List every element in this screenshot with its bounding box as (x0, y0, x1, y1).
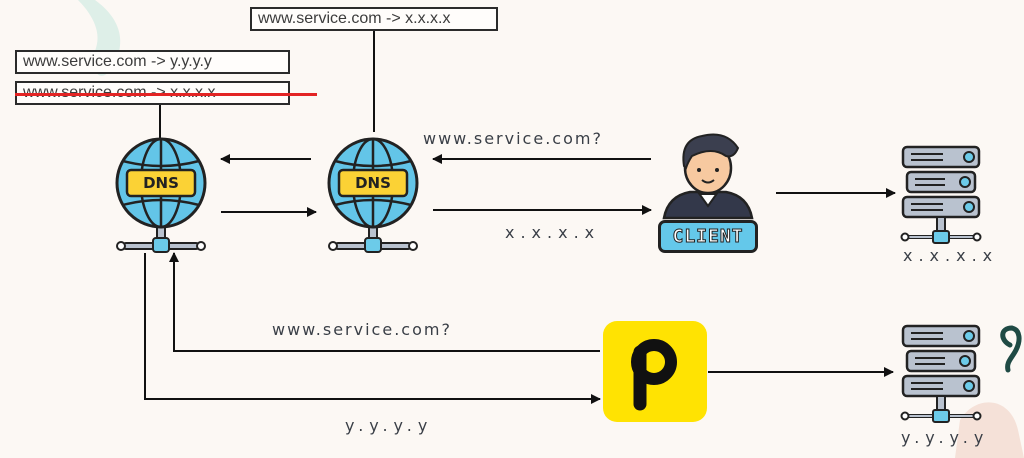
label-proxy-answer: y.y.y.y (345, 416, 433, 435)
label-proxy-query: www.service.com? (272, 320, 452, 339)
label-server-bottom-ip: y.y.y.y (901, 428, 989, 447)
label-client-query: www.service.com? (423, 129, 603, 148)
server-rack-icon (902, 326, 981, 422)
label-client-answer: x.x.x.x (505, 223, 600, 242)
label-server-top-ip: x.x.x.x (903, 246, 998, 265)
